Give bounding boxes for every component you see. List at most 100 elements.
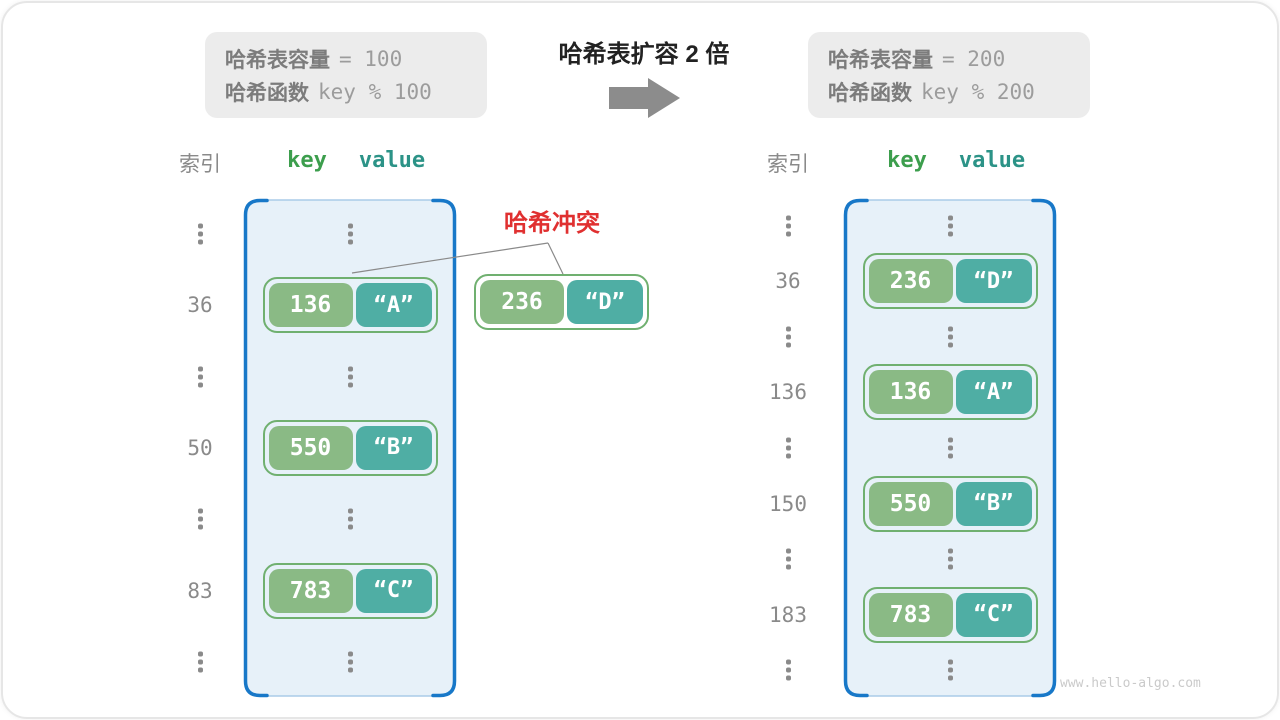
capacity-label: 哈希表容量 bbox=[225, 48, 330, 72]
dot bbox=[197, 659, 203, 665]
index-cell bbox=[755, 659, 821, 681]
dot bbox=[197, 231, 203, 237]
dot bbox=[347, 524, 353, 530]
index-cell: 183 bbox=[755, 603, 821, 627]
dot bbox=[347, 374, 353, 380]
dot bbox=[197, 239, 203, 245]
index-label: 36 bbox=[187, 293, 213, 318]
value-box: “D” bbox=[567, 280, 643, 324]
vertical-ellipsis bbox=[347, 366, 353, 388]
capacity-value: = 100 bbox=[339, 46, 403, 71]
vertical-ellipsis bbox=[785, 215, 791, 237]
hash-function-value: key % 200 bbox=[921, 79, 1035, 104]
vertical-ellipsis bbox=[947, 437, 953, 459]
key-value-pair: 550“B” bbox=[262, 419, 438, 476]
table-rows: 36 136“A” 50 550“B” 83 783“C” bbox=[155, 198, 457, 698]
vertical-ellipsis bbox=[197, 651, 203, 673]
dot bbox=[947, 548, 953, 554]
vertical-ellipsis bbox=[785, 659, 791, 681]
dot bbox=[785, 675, 791, 681]
dot bbox=[785, 334, 791, 340]
bucket-cell bbox=[843, 548, 1057, 570]
dot bbox=[785, 453, 791, 459]
bucket-cell: 236“D” bbox=[843, 253, 1057, 310]
vertical-ellipsis bbox=[785, 548, 791, 570]
table-row bbox=[155, 341, 457, 412]
dot bbox=[197, 223, 203, 229]
dot bbox=[197, 524, 203, 530]
value-header: value bbox=[958, 148, 1026, 173]
vertical-ellipsis bbox=[347, 651, 353, 673]
key-header: key bbox=[887, 148, 927, 173]
bucket-cell: 783“C” bbox=[243, 562, 457, 619]
dot bbox=[785, 231, 791, 237]
dot bbox=[347, 659, 353, 665]
hash-function-label: 哈希函数 bbox=[225, 81, 309, 105]
dot bbox=[947, 342, 953, 348]
dot bbox=[947, 667, 953, 673]
vertical-ellipsis bbox=[785, 326, 791, 348]
capacity-info-box-after: 哈希表容量 = 200 哈希函数 key % 200 bbox=[808, 32, 1090, 118]
dot bbox=[347, 231, 353, 237]
table-row: 36 136“A” bbox=[155, 269, 457, 340]
dot bbox=[347, 223, 353, 229]
table-row: 136 136“A” bbox=[755, 364, 1057, 421]
dot bbox=[785, 215, 791, 221]
value-box: “D” bbox=[955, 259, 1032, 304]
dot bbox=[197, 508, 203, 514]
index-label: 150 bbox=[769, 491, 807, 516]
key-box: 236 bbox=[868, 259, 953, 304]
table-row bbox=[155, 627, 457, 698]
resize-title: 哈希表扩容 2 倍 bbox=[558, 41, 730, 68]
bucket-cell bbox=[243, 366, 457, 388]
dot bbox=[785, 223, 791, 229]
bucket-cell bbox=[843, 659, 1057, 681]
dot bbox=[947, 556, 953, 562]
key-box: 136 bbox=[268, 283, 353, 328]
value-box: “B” bbox=[955, 481, 1032, 526]
index-cell bbox=[155, 366, 245, 388]
index-cell bbox=[755, 437, 821, 459]
index-cell bbox=[155, 223, 245, 245]
index-label: 36 bbox=[775, 269, 801, 294]
key-value-pair: 136“A” bbox=[262, 277, 438, 334]
hash-table-before: 索引 key value 36 136“A” 50 550“B” 83 783“C” bbox=[155, 142, 457, 702]
vertical-ellipsis bbox=[347, 223, 353, 245]
index-cell bbox=[755, 215, 821, 237]
capacity-line: 哈希表容量 = 200 bbox=[828, 42, 1090, 75]
hash-function-label: 哈希函数 bbox=[828, 81, 912, 105]
capacity-value: = 200 bbox=[942, 46, 1006, 71]
dot bbox=[347, 366, 353, 372]
key-header: key bbox=[287, 148, 327, 173]
dot bbox=[347, 516, 353, 522]
index-cell: 50 bbox=[155, 436, 245, 460]
value-header: value bbox=[358, 148, 426, 173]
dot bbox=[947, 334, 953, 340]
index-cell bbox=[755, 326, 821, 348]
vertical-ellipsis bbox=[947, 659, 953, 681]
key-value-pair: 136“A” bbox=[862, 364, 1038, 421]
hash-function-line: 哈希函数 key % 200 bbox=[828, 75, 1090, 108]
table-header: 索引 key value bbox=[155, 148, 457, 178]
table-row: 83 783“C” bbox=[155, 555, 457, 626]
dot bbox=[347, 382, 353, 388]
key-box: 783 bbox=[868, 592, 953, 637]
dot bbox=[947, 659, 953, 665]
vertical-ellipsis bbox=[347, 508, 353, 530]
index-label: 136 bbox=[769, 380, 807, 405]
key-box: 550 bbox=[268, 425, 353, 470]
bucket-cell bbox=[243, 651, 457, 673]
table-row bbox=[755, 643, 1057, 699]
index-label: 83 bbox=[187, 578, 213, 603]
dot bbox=[785, 445, 791, 451]
bucket-cell: 550“B” bbox=[843, 475, 1057, 532]
vertical-ellipsis bbox=[947, 548, 953, 570]
bucket-cell bbox=[843, 326, 1057, 348]
dot bbox=[197, 516, 203, 522]
right-arrow-icon bbox=[609, 78, 680, 118]
index-label: 183 bbox=[769, 602, 807, 627]
collision-key-value-pair: 236 “D” bbox=[474, 274, 649, 330]
dot bbox=[197, 667, 203, 673]
dot bbox=[947, 326, 953, 332]
